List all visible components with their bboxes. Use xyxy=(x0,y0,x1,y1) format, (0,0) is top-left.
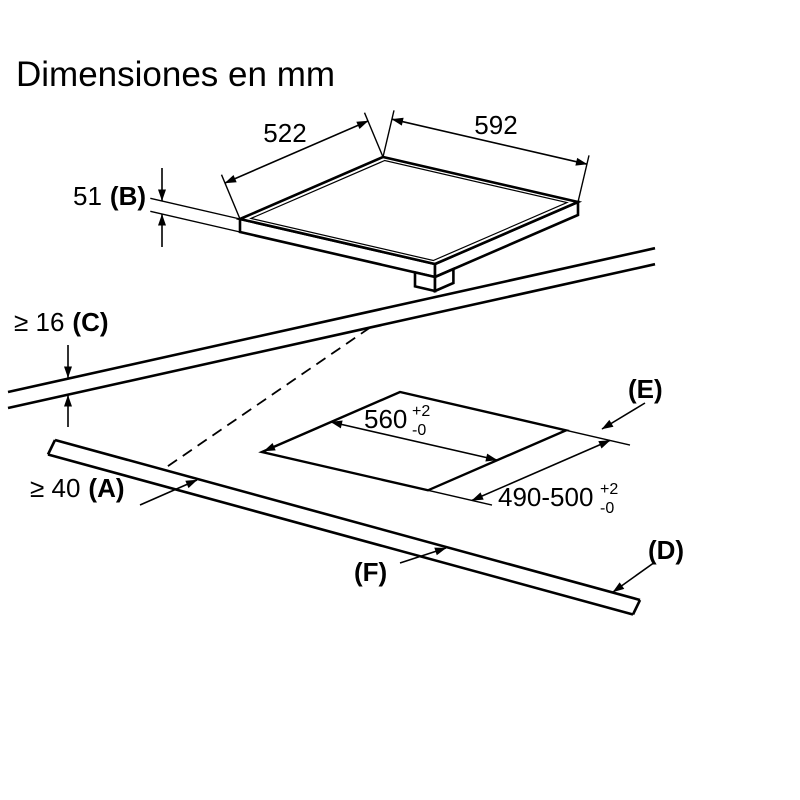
callout-d-arrow xyxy=(612,561,656,593)
dim-522-extension-right xyxy=(363,112,384,158)
dim-hob-height: 51 (B) xyxy=(73,168,241,247)
worktop-front-edge-bottom-line xyxy=(47,453,634,616)
dim-worktop-thickness: ≥ 16 (C) xyxy=(14,307,109,427)
dim-490-line xyxy=(471,439,611,502)
worktop-front-edge-left-cap xyxy=(46,439,57,456)
worktop-front-edge-right-cap xyxy=(631,599,642,616)
dim-522-line xyxy=(224,120,369,184)
dim-592-line xyxy=(391,117,588,166)
dim-490-tol-plus: +2 xyxy=(600,481,618,498)
dim-51-extension-bottom xyxy=(150,210,241,233)
dim-cutout-width: 560 +2 -0 xyxy=(330,403,498,462)
dim-16-value: ≥ 16 xyxy=(14,307,64,337)
dim-490-label: 490-500 +2 -0 xyxy=(498,481,618,517)
dim-cutout-depth: 490-500 +2 -0 xyxy=(427,429,631,517)
dim-560-tol-plus: +2 xyxy=(412,403,430,420)
dim-40-letter: (A) xyxy=(88,473,124,503)
dim-560-line xyxy=(330,420,498,462)
dim-40-arrow-upright xyxy=(139,479,198,506)
callout-f-label: (F) xyxy=(354,557,387,587)
dim-51-value: 51 xyxy=(73,181,102,211)
hob-underside-box-left xyxy=(413,270,437,293)
hob-underside-box-right xyxy=(433,267,455,293)
callout-f-arrow xyxy=(399,547,447,564)
page-title: Dimensiones en mm xyxy=(16,55,335,94)
worktop-section-dashed-line xyxy=(162,326,371,471)
hob-top-face xyxy=(235,155,583,266)
dim-490-tol-minus: -0 xyxy=(600,500,614,517)
dim-40-value: ≥ 40 xyxy=(30,473,80,503)
callout-e-arrow xyxy=(601,402,646,430)
worktop xyxy=(7,246,656,616)
callout-e-label: (E) xyxy=(628,374,663,404)
dim-40-arrow-downleft xyxy=(263,427,319,452)
dim-front-clearance: ≥ 40 (A) xyxy=(30,427,319,506)
worktop-back-edge-bottom-line xyxy=(7,262,656,410)
dim-51-letter: (B) xyxy=(110,181,146,211)
callout-f: (F) xyxy=(354,547,447,587)
dim-560-label: 560 +2 -0 xyxy=(364,403,430,439)
dim-560-tol-minus: -0 xyxy=(412,422,426,439)
callout-d: (D) xyxy=(612,535,684,593)
dim-490-extension-front xyxy=(427,489,493,506)
dim-16-letter: (C) xyxy=(72,307,108,337)
dim-16-label: ≥ 16 (C) xyxy=(14,307,109,337)
callout-d-label: (D) xyxy=(648,535,684,565)
dim-560-value: 560 xyxy=(364,404,407,434)
hob xyxy=(235,155,583,293)
dim-592-extension-left xyxy=(382,110,395,158)
dim-522-label: 522 xyxy=(263,118,306,148)
dim-51-label: 51 (B) xyxy=(73,181,146,211)
callout-e: (E) xyxy=(601,374,663,430)
dim-490-value: 490-500 xyxy=(498,482,593,512)
worktop-front-edge-top-line xyxy=(54,438,641,602)
dim-592-label: 592 xyxy=(474,110,517,140)
dim-40-label: ≥ 40 (A) xyxy=(30,473,125,503)
worktop-back-edge-top-line xyxy=(7,246,656,394)
dim-hob-depth: 522 xyxy=(220,112,384,220)
dim-hob-width: 592 xyxy=(382,110,590,203)
dim-490-extension-back xyxy=(565,429,631,446)
dim-51-extension-top xyxy=(150,197,241,220)
